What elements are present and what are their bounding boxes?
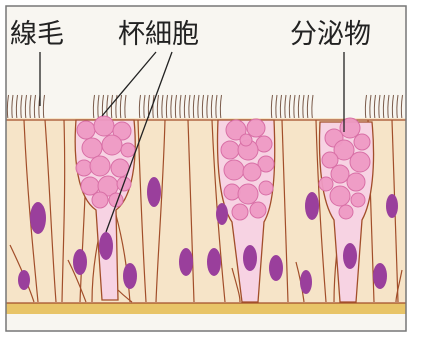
nucleus bbox=[305, 192, 319, 220]
mucus-granule bbox=[111, 159, 129, 177]
mucus-granule bbox=[354, 134, 370, 150]
mucus-granule bbox=[350, 152, 370, 172]
basement-membrane bbox=[6, 303, 406, 314]
mucus-granule bbox=[94, 116, 114, 136]
mucus-granule bbox=[351, 193, 365, 207]
mucus-granule bbox=[121, 143, 135, 157]
mucus-granule bbox=[224, 160, 244, 180]
mucus-granule bbox=[330, 186, 350, 206]
mucus-granule bbox=[250, 202, 266, 218]
mucus-granule bbox=[347, 173, 365, 191]
nucleus bbox=[207, 248, 221, 276]
mucus-granule bbox=[81, 177, 99, 195]
nucleus bbox=[216, 203, 228, 225]
nucleus bbox=[243, 245, 257, 271]
mucus-granule bbox=[243, 163, 261, 181]
nucleus bbox=[386, 194, 398, 218]
mucus-granule bbox=[238, 184, 258, 204]
nucleus bbox=[179, 248, 193, 276]
mucus-granule bbox=[221, 141, 239, 159]
mucus-granule bbox=[259, 181, 273, 195]
label-cilia: 線毛 bbox=[10, 19, 64, 50]
mucus-granule bbox=[90, 156, 110, 176]
nucleus bbox=[18, 270, 30, 290]
nucleus bbox=[99, 232, 113, 260]
mucus-granule bbox=[240, 134, 252, 146]
mucus-granule bbox=[331, 165, 349, 183]
label-secretion: 分泌物 bbox=[290, 19, 371, 50]
nucleus bbox=[269, 255, 283, 281]
mucus-granule bbox=[82, 138, 102, 158]
mucus-granule bbox=[102, 135, 122, 155]
mucus-granule bbox=[92, 192, 108, 208]
tissue bbox=[6, 95, 406, 314]
mucus-granule bbox=[339, 205, 353, 219]
mucus-granule bbox=[232, 204, 248, 220]
mucus-granule bbox=[319, 177, 333, 191]
mucus-granule bbox=[247, 119, 265, 137]
nucleus bbox=[343, 243, 357, 269]
nucleus bbox=[300, 270, 312, 294]
nucleus bbox=[147, 177, 161, 207]
nucleus bbox=[73, 249, 87, 275]
nucleus bbox=[373, 263, 387, 289]
mucus-granule bbox=[77, 121, 95, 139]
mucus-granule bbox=[224, 184, 240, 200]
nucleus bbox=[123, 263, 137, 289]
mucus-granule bbox=[76, 160, 92, 176]
label-goblet-cell: 杯細胞 bbox=[118, 19, 199, 50]
nucleus bbox=[30, 202, 46, 234]
